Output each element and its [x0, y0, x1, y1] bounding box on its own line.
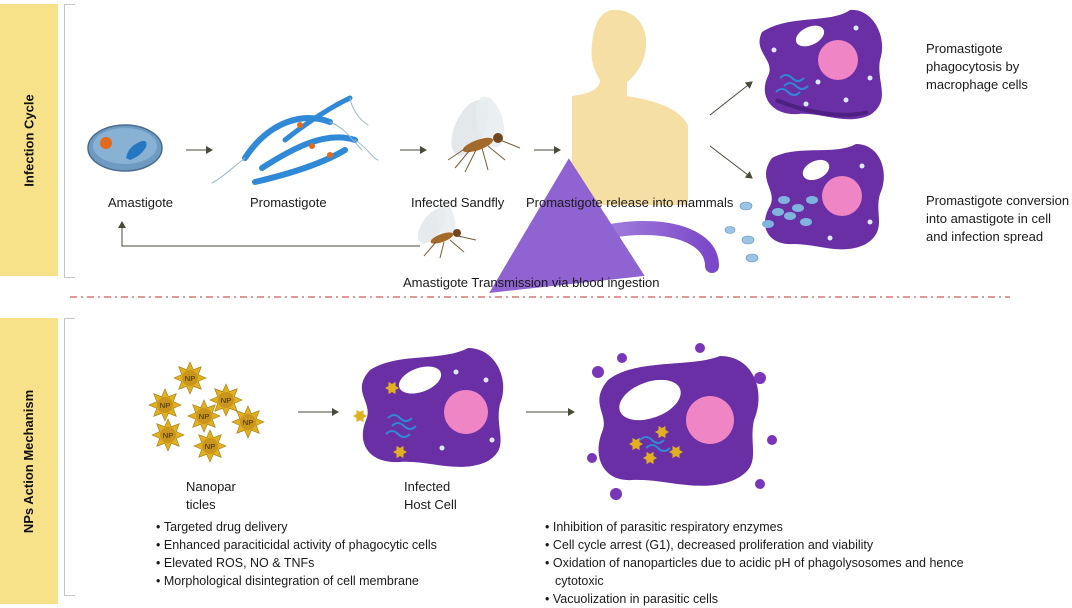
- phagocytosis-line-3: macrophage cells: [926, 77, 1028, 92]
- right-effect-3-cont: cytotoxic: [555, 574, 604, 588]
- left-effect-3: Elevated ROS, NO & TNFs: [156, 554, 437, 572]
- right-effect-4: Vacuolization in parasitic cells: [545, 590, 964, 608]
- return-path: [118, 221, 420, 247]
- np-small: [629, 437, 643, 451]
- nps-mechanism-band: NPs Action Mechanism: [0, 318, 58, 604]
- macrophage-conversion: [724, 144, 884, 263]
- nanoparticles-line-1: Nanopar: [186, 479, 236, 494]
- promastigote-label: Promastigote: [250, 195, 327, 210]
- np-tag: NP: [221, 396, 231, 405]
- np-particle: NP: [173, 361, 207, 395]
- amastigote-illustration: [87, 124, 163, 172]
- np-tag: NP: [185, 374, 195, 383]
- phagocytosis-line-2: phagocytosis by: [926, 59, 1020, 74]
- np-small: [393, 445, 407, 459]
- np-small: [669, 445, 683, 459]
- right-effects-list: Inhibition of parasitic respiratory enzy…: [545, 518, 964, 608]
- host-cell-line-1: Infected: [404, 479, 451, 494]
- arrow-human-phagocytosis: [709, 81, 753, 116]
- macrophage-phagocytosis: [759, 9, 883, 120]
- human-illustration: [572, 9, 688, 205]
- host-cell-line-2: Host Cell: [404, 497, 457, 512]
- left-effect-2: Enhanced paraciticidal activity of phago…: [156, 536, 437, 554]
- amastigote-label: Amastigote: [108, 195, 174, 210]
- nanoparticles-line-2: ticles: [186, 497, 216, 512]
- left-effect-1: Targeted drug delivery: [156, 518, 437, 536]
- np-small: [643, 451, 657, 465]
- transmission-label: Amastigote Transmission via blood ingest…: [403, 275, 660, 290]
- infected-host-cell: [361, 348, 504, 467]
- np-particle: NP: [151, 418, 185, 452]
- left-effects-list: Targeted drug delivery Enhanced paraciti…: [156, 518, 437, 590]
- np-tag: NP: [160, 401, 170, 410]
- np-particle: NP: [193, 429, 227, 463]
- np-tag: NP: [243, 418, 253, 427]
- np-particle: NP: [187, 399, 221, 433]
- right-effect-3: Oxidation of nanoparticles due to acidic…: [545, 554, 964, 572]
- conversion-line-3: and infection spread: [926, 229, 1044, 244]
- right-effect-2: Cell cycle arrest (G1), decreased prolif…: [545, 536, 964, 554]
- sandfly-lower-illustration: [417, 203, 477, 259]
- conversion-line-2: into amastigote in cell: [926, 211, 1052, 226]
- np-small: [353, 409, 367, 423]
- release-label: Promastigote release into mammals: [526, 195, 734, 210]
- disrupted-host-cell: [587, 343, 777, 500]
- conversion-line-1: Promastigote conversion: [926, 193, 1070, 208]
- np-tag: NP: [163, 431, 173, 440]
- nanoparticles-label: Nanopar ticles: [186, 478, 236, 514]
- sandfly-illustration: [447, 96, 521, 173]
- np-tag: NP: [199, 412, 209, 421]
- transmission-curve: [489, 158, 719, 293]
- host-cell-label: Infected Host Cell: [404, 478, 457, 514]
- right-effect-1: Inhibition of parasitic respiratory enzy…: [545, 518, 964, 536]
- nps-bracket: [64, 318, 75, 596]
- sandfly-label: Infected Sandfly: [411, 195, 505, 210]
- nanoparticle-cluster: NP NP NP NP NP NP NP: [148, 361, 265, 463]
- phagocytosis-label: Promastigote phagocytosis by macrophage …: [926, 40, 1028, 94]
- np-particle: NP: [209, 383, 243, 417]
- np-particle: NP: [148, 388, 182, 422]
- phagocytosis-line-1: Promastigote: [926, 41, 1003, 56]
- left-effect-4: Morphological disintegration of cell mem…: [156, 572, 437, 590]
- promastigote-illustration: [211, 95, 379, 185]
- conversion-label: Promastigote conversion into amastigote …: [926, 192, 1069, 246]
- np-small: [655, 425, 669, 439]
- arrow-human-conversion: [709, 145, 753, 179]
- np-tag: NP: [205, 442, 215, 451]
- np-small: [385, 381, 399, 395]
- infection-cycle-band: Infection Cycle: [0, 4, 58, 276]
- np-particle: NP: [231, 405, 265, 439]
- infection-bracket: [64, 4, 75, 278]
